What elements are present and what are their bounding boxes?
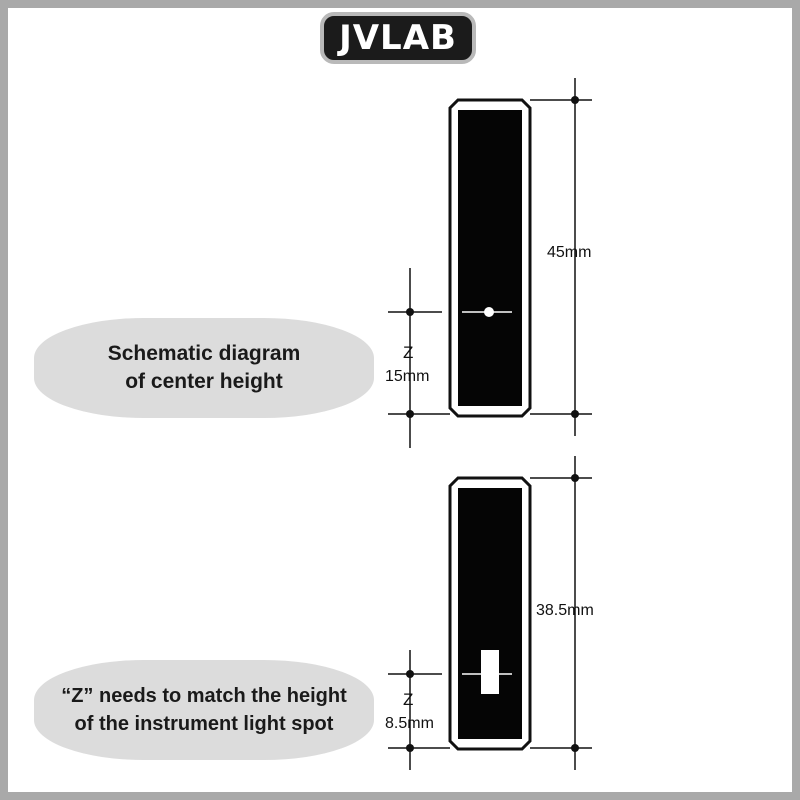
z-value-bottom: 8.5mm — [385, 715, 434, 732]
z-value-top: 15mm — [385, 368, 430, 385]
caption-center-height: Schematic diagram of center height — [34, 318, 374, 418]
caption-line-1: Schematic diagram — [107, 342, 301, 365]
caption-line-1: “Z” needs to match the height — [61, 685, 347, 707]
light-spot-slit — [481, 650, 499, 694]
caption-line-2: of center height — [125, 370, 283, 393]
cuvette-top — [448, 98, 532, 418]
brand-logo: JVLAB — [320, 12, 476, 64]
z-label-bottom: Z — [403, 690, 414, 709]
dimension-markers-top — [406, 96, 579, 418]
light-spot-dot — [484, 307, 494, 317]
dimension-markers-bottom — [406, 474, 579, 752]
dimension-lines-top — [388, 78, 592, 448]
caption-line-2: of the instrument light spot — [74, 713, 334, 735]
cuvette-bottom — [448, 476, 532, 751]
height-label-45mm: 45mm — [547, 244, 592, 261]
height-label-38-5mm: 38.5mm — [536, 602, 594, 619]
caption-z-requirement: “Z” needs to match the height of the ins… — [34, 660, 374, 760]
z-label-top: Z — [403, 343, 414, 362]
